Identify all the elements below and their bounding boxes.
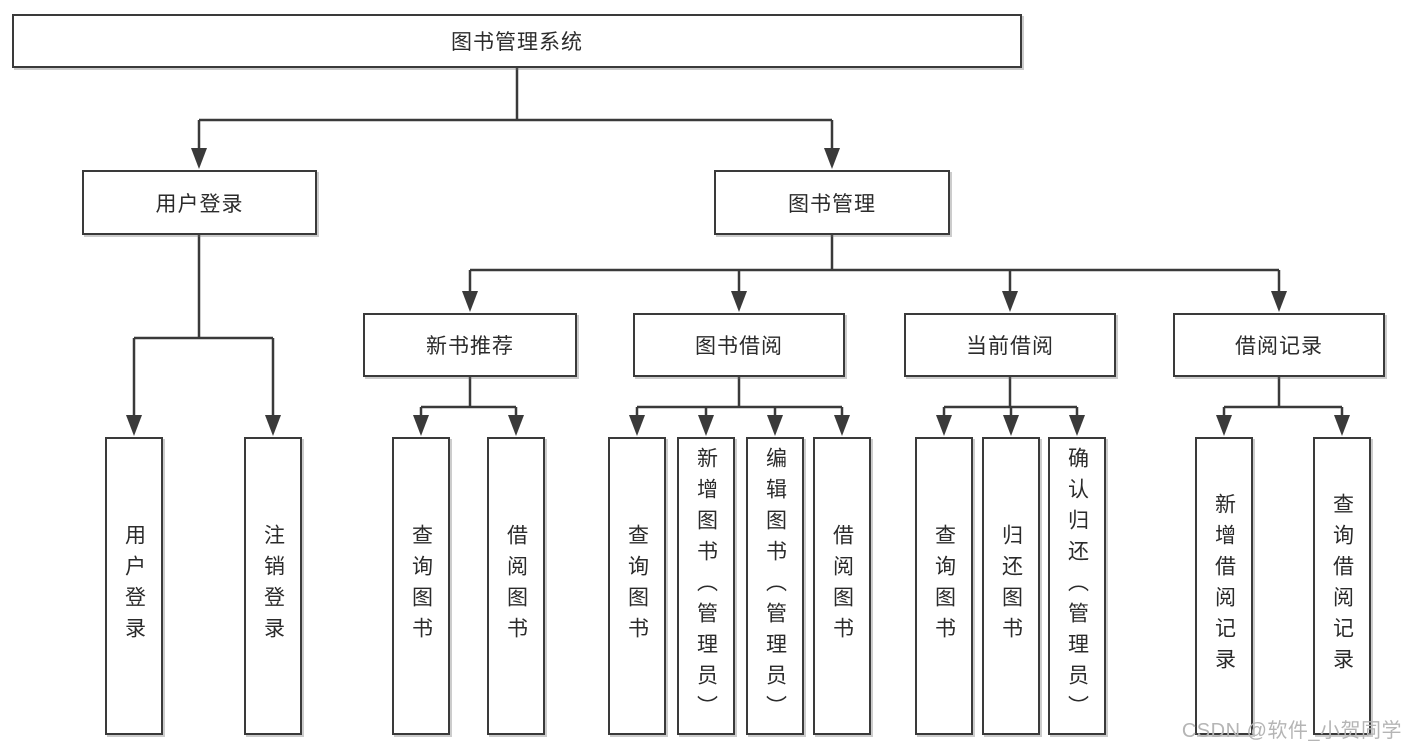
- connector-current-borrow-children: [936, 377, 1085, 436]
- node-label: 当前借阅: [966, 335, 1054, 358]
- node-book-borrow: 图书借阅: [633, 313, 845, 377]
- leaf-nbr-query-books: 查询图书: [392, 437, 450, 735]
- node-label: 查询图书: [409, 524, 433, 648]
- node-book-mgmt: 图书管理: [714, 170, 950, 235]
- node-label: 编辑图书（管理员）: [763, 446, 787, 726]
- node-label: 借阅记录: [1235, 335, 1323, 358]
- node-label: 新书推荐: [426, 335, 514, 358]
- leaf-br-query-record: 查询借阅记录: [1313, 437, 1371, 735]
- node-label: 注销登录: [261, 524, 285, 648]
- node-label: 查询图书: [932, 524, 956, 648]
- leaf-br-add-record: 新增借阅记录: [1195, 437, 1253, 735]
- node-new-book-rec: 新书推荐: [363, 313, 577, 377]
- leaf-nbr-borrow-books: 借阅图书: [487, 437, 545, 735]
- node-label: 用户登录: [122, 524, 146, 648]
- node-label: 新增借阅记录: [1212, 493, 1236, 679]
- node-label: 图书管理: [788, 192, 876, 216]
- node-label: 查询图书: [625, 524, 649, 648]
- node-label: 新增图书（管理员）: [694, 446, 718, 726]
- node-user-login: 用户登录: [82, 170, 317, 235]
- node-root-system: 图书管理系统: [12, 14, 1022, 68]
- csdn-watermark: CSDN @软件_小贺同学: [1181, 720, 1402, 742]
- node-borrow-records: 借阅记录: [1173, 313, 1385, 377]
- connector-root-to-level2: [191, 68, 840, 169]
- leaf-user-login: 用户登录: [105, 437, 163, 735]
- node-label: 归还图书: [999, 524, 1023, 648]
- node-label: 图书管理系统: [451, 31, 583, 54]
- leaf-cb-query-books: 查询图书: [915, 437, 973, 735]
- connector-user-login-children: [126, 235, 281, 436]
- node-label: 用户登录: [155, 192, 244, 216]
- node-label: 确认归还（管理员）: [1065, 446, 1089, 726]
- leaf-logout: 注销登录: [244, 437, 302, 735]
- leaf-bb-query-books: 查询图书: [608, 437, 666, 735]
- leaf-cb-confirm-return-admin: 确认归还（管理员）: [1048, 437, 1106, 735]
- node-label: 借阅图书: [830, 524, 854, 648]
- node-label: 图书借阅: [695, 335, 783, 358]
- connector-book-borrow-children: [629, 377, 850, 436]
- connector-book-mgmt-children: [462, 235, 1287, 312]
- node-current-borrow: 当前借阅: [904, 313, 1116, 377]
- node-label: 借阅图书: [504, 524, 528, 648]
- connector-new-book-rec-children: [413, 377, 524, 436]
- leaf-bb-borrow-books: 借阅图书: [813, 437, 871, 735]
- connector-borrow-records-children: [1216, 377, 1350, 436]
- leaf-bb-add-books-admin: 新增图书（管理员）: [677, 437, 735, 735]
- node-label: 查询借阅记录: [1330, 493, 1354, 679]
- leaf-cb-return-books: 归还图书: [982, 437, 1040, 735]
- leaf-bb-edit-books-admin: 编辑图书（管理员）: [746, 437, 804, 735]
